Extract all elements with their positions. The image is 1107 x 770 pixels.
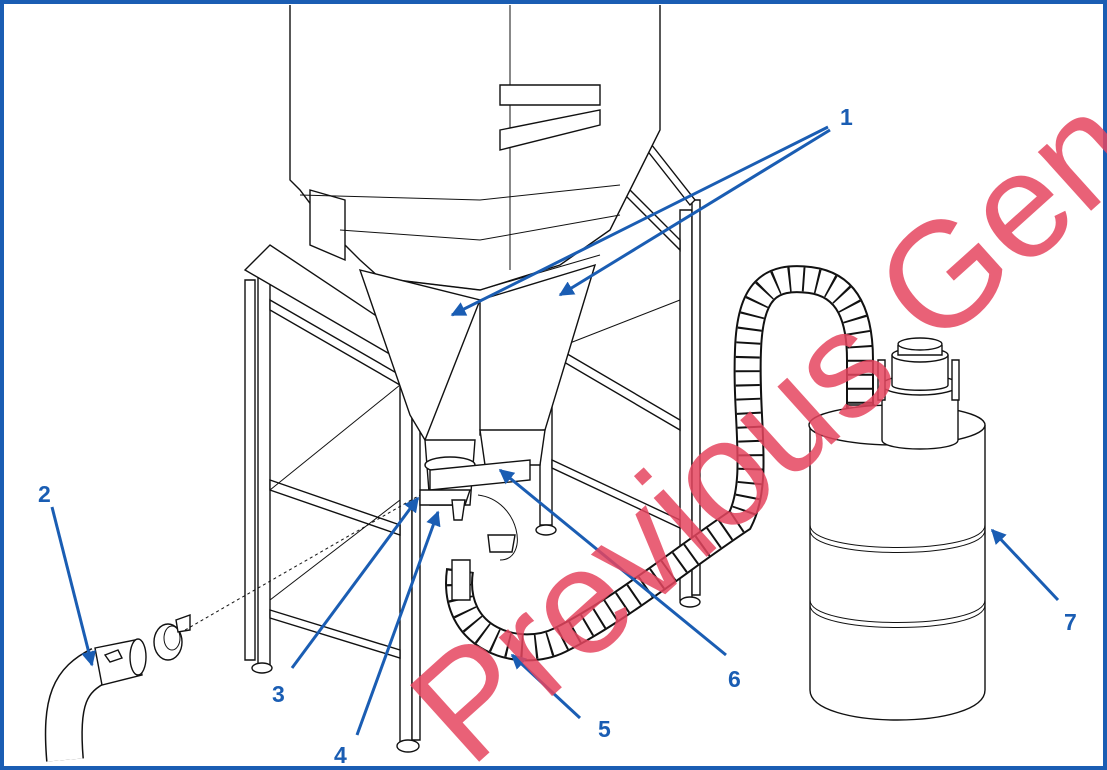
callout-6: 6: [728, 666, 741, 692]
foot: [251, 662, 273, 674]
callout-7: 7: [1064, 609, 1077, 635]
leader-2: [50, 506, 96, 667]
callout-labels: 1 2 3 4 5 6 7: [38, 104, 1077, 768]
cyclone-hopper: [289, 5, 661, 561]
foot: [396, 739, 420, 753]
leader-1b: [558, 128, 831, 297]
leader-lines: [50, 125, 1060, 736]
leader-3: [290, 496, 420, 669]
callout-2: 2: [38, 481, 51, 507]
callout-1: 1: [840, 104, 853, 130]
foot: [679, 596, 701, 608]
leader-4: [355, 510, 441, 736]
collection-drum: [808, 337, 986, 721]
leader-5: [510, 653, 582, 720]
leader-1a: [450, 125, 829, 317]
callout-3: 3: [272, 681, 285, 707]
foot: [535, 524, 557, 536]
callout-4: 4: [334, 742, 347, 768]
connector-fittings: [44, 494, 421, 762]
leader-7: [990, 528, 1060, 602]
leader-6: [498, 468, 727, 657]
callout-5: 5: [598, 716, 611, 742]
